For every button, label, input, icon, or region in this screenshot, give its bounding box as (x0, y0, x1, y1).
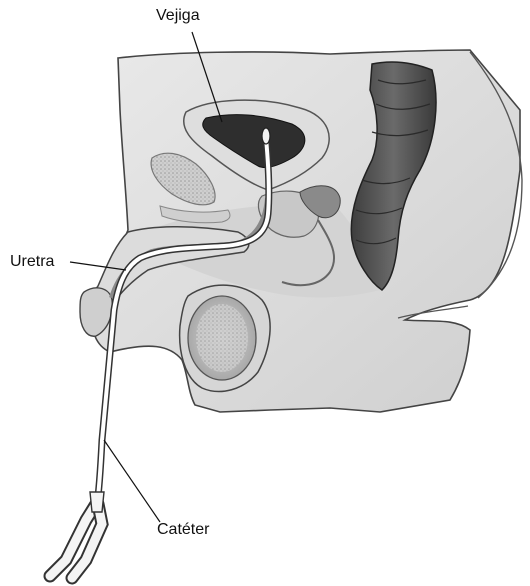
catheter-connector-stem (90, 492, 104, 512)
catheter-balloon (262, 128, 270, 144)
label-urethra: Uretra (10, 254, 54, 270)
testis-texture (196, 304, 248, 372)
catheter-leader-line (104, 440, 160, 522)
label-bladder: Vejiga (156, 8, 200, 24)
label-catheter: Catéter (157, 522, 209, 538)
